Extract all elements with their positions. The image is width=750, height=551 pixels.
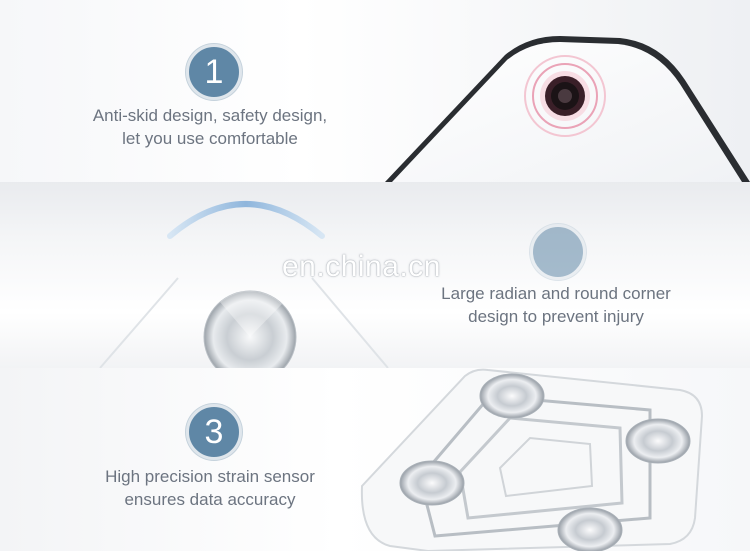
watermark-text: en.china.cn — [282, 250, 441, 283]
step-number-badge — [530, 224, 586, 280]
caption-line: ensures data accuracy — [124, 490, 296, 509]
feature-section-round-corner: Large radian and round corner design to … — [0, 182, 750, 368]
caption-line: High precision strain sensor — [105, 467, 315, 486]
feature-section-anti-skid: 1 Anti-skid design, safety design, let y… — [0, 0, 750, 182]
feature-caption: Anti-skid design, safety design, let you… — [60, 104, 360, 150]
caption-line: Large radian and round corner — [441, 284, 671, 303]
feature-caption: High precision strain sensor ensures dat… — [60, 465, 360, 511]
caption-line: Anti-skid design, safety design, — [92, 106, 328, 125]
feature-caption: Large radian and round corner design to … — [406, 282, 706, 328]
scale-corner-image — [385, 36, 750, 182]
caption-line: design to prevent injury — [468, 307, 644, 326]
scale-top-view-image — [360, 368, 704, 551]
feature-section-sensor: 3 High precision strain sensor ensures d… — [0, 368, 750, 551]
scale-edge-image — [99, 201, 389, 368]
step-number-badge: 1 — [186, 44, 242, 100]
caption-line: let you use comfortable — [122, 129, 298, 148]
step-number-badge: 3 — [186, 404, 242, 460]
